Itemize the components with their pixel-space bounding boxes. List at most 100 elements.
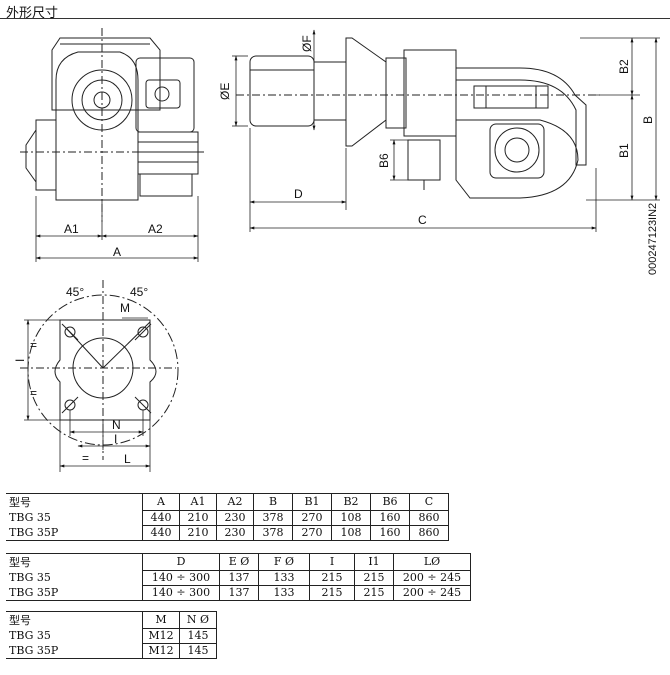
cell: 860 bbox=[409, 509, 449, 526]
cell: 133 bbox=[258, 584, 310, 601]
label-B: B bbox=[641, 116, 655, 124]
drawing-code: 000247123IN2 bbox=[647, 203, 659, 275]
col-A1: A1 bbox=[179, 493, 217, 511]
cell: TBG 35 bbox=[6, 510, 143, 525]
cell: 210 bbox=[179, 509, 217, 526]
col-I: I bbox=[309, 553, 355, 571]
col-B2: B2 bbox=[331, 493, 371, 511]
cell: 440 bbox=[142, 524, 180, 541]
spec-table-dimensions-2: 型号 D E Ø F Ø I I1 LØ TBG 35 140 ÷ 300 13… bbox=[6, 553, 471, 601]
col-L: LØ bbox=[393, 553, 471, 571]
technical-drawing: A1 A2 A bbox=[13, 28, 660, 472]
spec-table-dimensions-1: 型号 A A1 A2 B B1 B2 B6 C TBG 35 440 210 2… bbox=[6, 493, 449, 541]
side-view bbox=[236, 37, 600, 199]
label-C: C bbox=[418, 213, 427, 227]
page-title: 外形尺寸 bbox=[6, 6, 59, 21]
label-L: L bbox=[124, 452, 131, 466]
cell: 160 bbox=[370, 524, 410, 541]
cell: 137 bbox=[219, 584, 259, 601]
table-row: TBG 35 M12 145 bbox=[6, 627, 217, 644]
dim-front bbox=[35, 196, 199, 262]
col-B1: B1 bbox=[292, 493, 332, 511]
cell: 108 bbox=[331, 509, 371, 526]
table-row: TBG 35P M12 145 bbox=[6, 642, 217, 659]
cell: 378 bbox=[253, 509, 293, 526]
col-C: C bbox=[409, 493, 449, 511]
col-B6: B6 bbox=[370, 493, 410, 511]
label-E: ØE bbox=[218, 83, 232, 100]
col-M: M bbox=[142, 611, 180, 629]
cell: 378 bbox=[253, 524, 293, 541]
cell: 145 bbox=[179, 642, 217, 659]
table-row: TBG 35 140 ÷ 300 137 133 215 215 200 ÷ 2… bbox=[6, 569, 471, 586]
label-eq2: = bbox=[30, 386, 37, 400]
cell: 440 bbox=[142, 509, 180, 526]
col-I1: I1 bbox=[354, 553, 394, 571]
table-header-row: 型号 D E Ø F Ø I I1 LØ bbox=[6, 553, 471, 571]
cell: 210 bbox=[179, 524, 217, 541]
label-F: ØF bbox=[300, 35, 314, 52]
cell: 860 bbox=[409, 524, 449, 541]
cell: TBG 35P bbox=[6, 585, 143, 601]
label-eq3: = bbox=[82, 451, 89, 465]
cell: 215 bbox=[354, 569, 394, 586]
col-N: N Ø bbox=[179, 611, 217, 629]
label-B1: B1 bbox=[617, 143, 631, 158]
label-I: I bbox=[114, 432, 117, 446]
table-row: TBG 35 440 210 230 378 270 108 160 860 bbox=[6, 509, 449, 526]
cell: 200 ÷ 245 bbox=[393, 569, 471, 586]
cell: TBG 35P bbox=[6, 525, 143, 541]
cell: 215 bbox=[309, 584, 355, 601]
title-divider bbox=[0, 18, 670, 19]
col-A2: A2 bbox=[216, 493, 254, 511]
label-eq1: = bbox=[30, 338, 37, 352]
col-B: B bbox=[253, 493, 293, 511]
cell: 200 ÷ 245 bbox=[393, 584, 471, 601]
label-A1: A1 bbox=[64, 222, 79, 236]
cell: 137 bbox=[219, 569, 259, 586]
cell: 160 bbox=[370, 509, 410, 526]
label-angle-left: 45° bbox=[66, 285, 84, 299]
cell: TBG 35P bbox=[6, 643, 143, 659]
cell: M12 bbox=[142, 642, 180, 659]
col-model: 型号 bbox=[6, 493, 143, 510]
cell: 230 bbox=[216, 524, 254, 541]
col-D: D bbox=[142, 553, 220, 571]
cell: 108 bbox=[331, 524, 371, 541]
cell: 215 bbox=[354, 584, 394, 601]
front-view bbox=[20, 28, 206, 222]
cell: 230 bbox=[216, 509, 254, 526]
cell: 133 bbox=[258, 569, 310, 586]
table-row: TBG 35P 140 ÷ 300 137 133 215 215 200 ÷ … bbox=[6, 584, 471, 601]
label-A: A bbox=[113, 245, 121, 259]
col-A: A bbox=[142, 493, 180, 511]
label-B6: B6 bbox=[377, 153, 391, 168]
table-header-row: 型号 A A1 A2 B B1 B2 B6 C bbox=[6, 493, 449, 511]
dim-side bbox=[232, 29, 660, 232]
flange-view bbox=[20, 280, 179, 460]
cell: 140 ÷ 300 bbox=[142, 569, 220, 586]
col-F: F Ø bbox=[258, 553, 310, 571]
label-angle-right: 45° bbox=[130, 285, 148, 299]
col-model: 型号 bbox=[6, 611, 143, 628]
cell: 270 bbox=[292, 524, 332, 541]
col-E: E Ø bbox=[219, 553, 259, 571]
table-header-row: 型号 M N Ø bbox=[6, 611, 217, 629]
dim-flange bbox=[24, 317, 151, 472]
label-A2: A2 bbox=[148, 222, 163, 236]
cell: 215 bbox=[309, 569, 355, 586]
cell: M12 bbox=[142, 627, 180, 644]
label-I1: I bbox=[13, 359, 27, 362]
label-N: N bbox=[112, 418, 121, 432]
label-B2: B2 bbox=[617, 59, 631, 74]
cell: TBG 35 bbox=[6, 570, 143, 585]
cell: TBG 35 bbox=[6, 628, 143, 643]
col-model: 型号 bbox=[6, 553, 143, 570]
cell: 145 bbox=[179, 627, 217, 644]
label-M: M bbox=[120, 301, 130, 315]
cell: 140 ÷ 300 bbox=[142, 584, 220, 601]
spec-table-dimensions-3: 型号 M N Ø TBG 35 M12 145 TBG 35P M12 145 bbox=[6, 611, 217, 659]
cell: 270 bbox=[292, 509, 332, 526]
table-row: TBG 35P 440 210 230 378 270 108 160 860 bbox=[6, 524, 449, 541]
label-D: D bbox=[294, 187, 303, 201]
